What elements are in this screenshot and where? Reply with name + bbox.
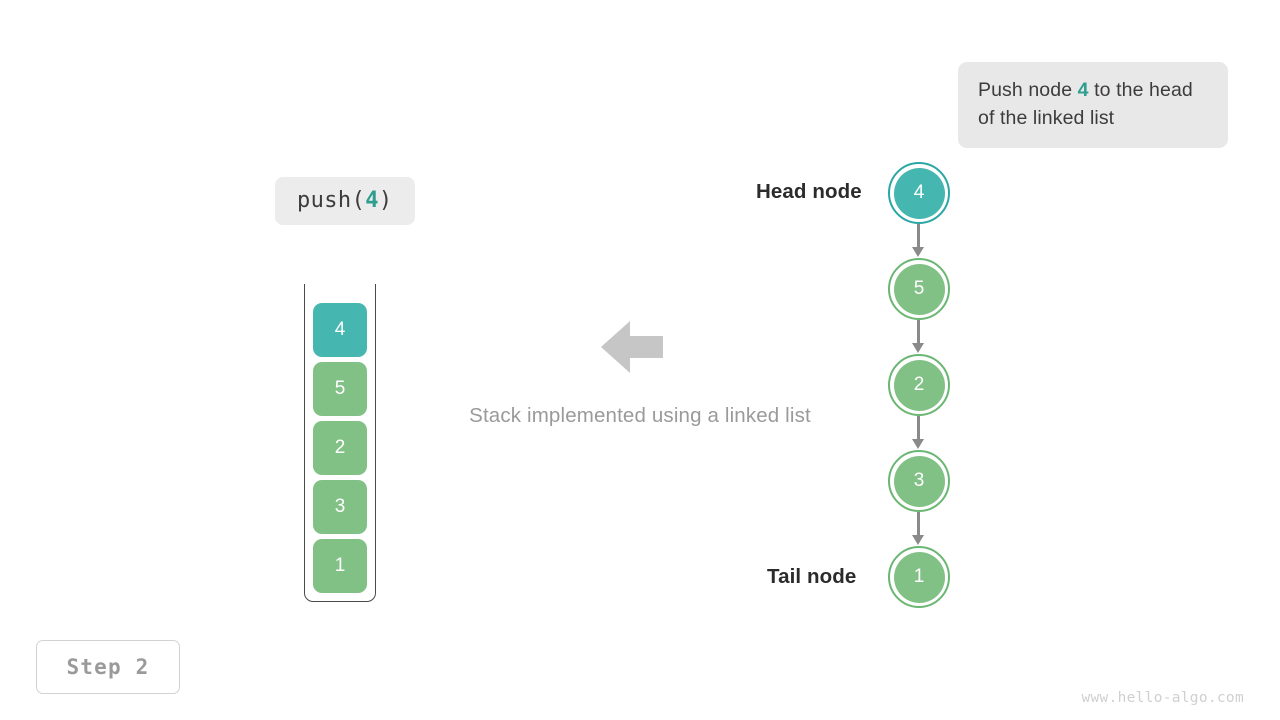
node-connector-arrowhead-icon	[912, 343, 924, 353]
node-ring	[888, 450, 950, 512]
operation-prefix: push(	[297, 188, 366, 213]
node-value: 4	[893, 167, 945, 219]
operation-suffix: )	[378, 188, 393, 213]
stack-cell: 3	[313, 480, 367, 534]
node-value: 2	[893, 359, 945, 411]
step-badge: Step 2	[36, 640, 180, 694]
node-connector-arrowhead-icon	[912, 535, 924, 545]
linked-list-node: 1	[888, 546, 950, 608]
stack-cell: 4	[313, 303, 367, 357]
linked-list-node: 3	[888, 450, 950, 512]
node-ring	[888, 258, 950, 320]
node-connector-line	[917, 512, 921, 537]
node-connector-line	[917, 320, 921, 345]
hint-callout: Push node 4 to the head of the linked li…	[958, 62, 1228, 149]
callout-suffix: to the head of the linked list	[978, 79, 1193, 129]
linked-list-node: 4	[888, 162, 950, 224]
node-ring	[888, 162, 950, 224]
node-connector-line	[917, 416, 921, 441]
stack-cell: 2	[313, 421, 367, 475]
node-connector-line	[917, 224, 921, 249]
operation-value: 4	[365, 188, 379, 213]
stack-cell: 5	[313, 362, 367, 416]
left-block-arrow-icon	[601, 320, 663, 374]
node-ring	[888, 354, 950, 416]
watermark: www.hello-algo.com	[1081, 690, 1244, 706]
node-value: 1	[893, 551, 945, 603]
node-ring	[888, 546, 950, 608]
tail-node-label: Tail node	[767, 565, 857, 588]
node-value: 5	[893, 263, 945, 315]
operation-label: push(4)	[275, 177, 415, 225]
node-connector-arrowhead-icon	[912, 439, 924, 449]
linked-list-visualization: 4 5 2 3 1	[870, 150, 970, 620]
callout-prefix: Push node	[978, 79, 1078, 101]
diagram-caption: Stack implemented using a linked list	[469, 404, 811, 427]
linked-list-node: 2	[888, 354, 950, 416]
stack-cell: 1	[313, 539, 367, 593]
linked-list-node: 5	[888, 258, 950, 320]
node-value: 3	[893, 455, 945, 507]
node-connector-arrowhead-icon	[912, 247, 924, 257]
callout-value: 4	[1077, 79, 1089, 101]
head-node-label: Head node	[756, 180, 862, 203]
